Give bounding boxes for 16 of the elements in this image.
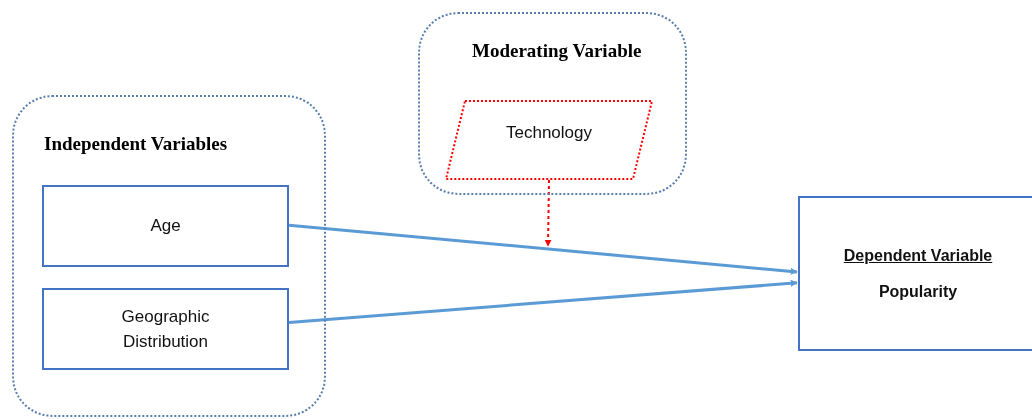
arrow [288, 279, 798, 324]
variable-box [42, 185, 289, 267]
group-heading: Moderating Variable [472, 40, 642, 62]
parallelogram-box [445, 100, 653, 180]
variable-box [798, 196, 1032, 351]
variable-group [418, 12, 687, 195]
group-heading: Independent Variables [44, 133, 228, 155]
variable-box [42, 288, 289, 370]
variable-label: Geographic Distribution [120, 305, 211, 353]
heading: Dependent Variable [843, 245, 993, 266]
variable-group [12, 95, 326, 417]
arrow [288, 223, 798, 275]
arrow [544, 179, 552, 247]
variable-label: Popularity [878, 281, 958, 302]
variable-label: Age [150, 215, 181, 238]
variable-label: Technology [506, 122, 592, 145]
